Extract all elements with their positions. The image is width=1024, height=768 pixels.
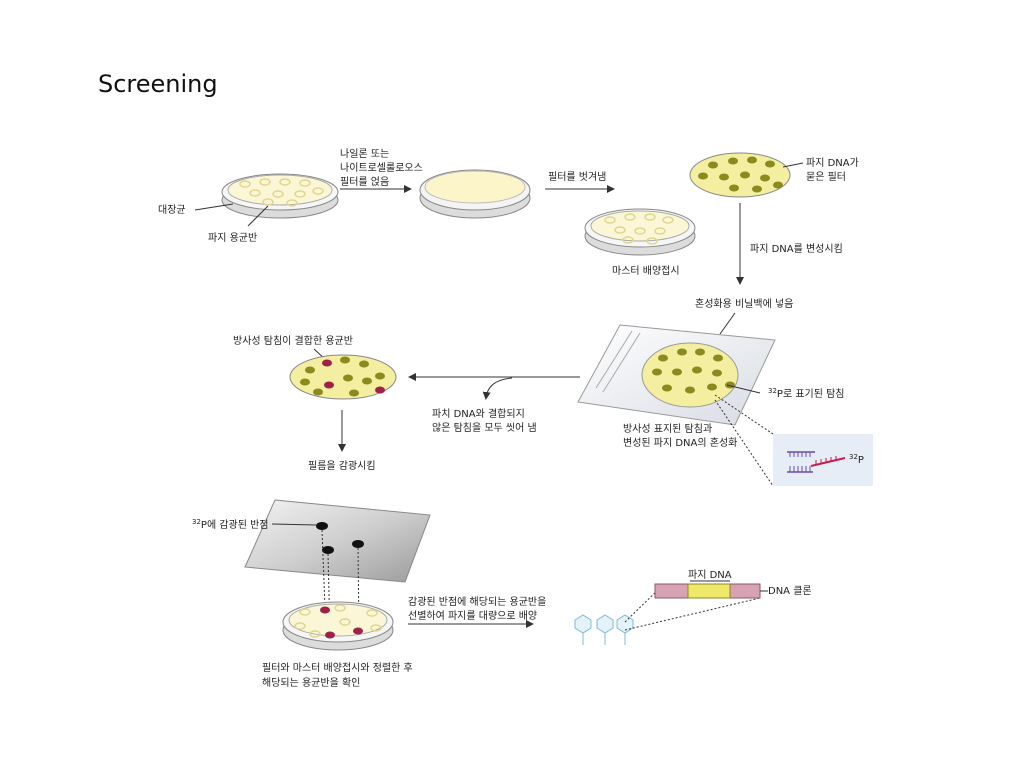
probe-hybridization-inset: 32P — [773, 434, 873, 486]
label-dna-clone: DNA 클론 — [768, 585, 812, 597]
label-select-line2: 선별하여 파지를 대량으로 배양 — [408, 609, 537, 622]
filter-with-phage-dna — [689, 152, 791, 198]
label-ecoli: 대장균 — [158, 204, 186, 216]
label-align-line2: 해당되는 용균반을 확인 — [262, 676, 360, 689]
petri-dish-with-filter — [419, 169, 531, 219]
label-32p-probe: 32P로 표기된 탐침 — [768, 387, 845, 400]
x-ray-film — [244, 499, 431, 583]
master-plate — [584, 208, 696, 256]
label-hybridization-line1: 방사성 표지된 탐침과 — [623, 423, 712, 435]
label-32p-spot: 32P에 감광된 반점 — [192, 518, 269, 531]
label-phage-dna-filter-line1: 파지 DNA가 — [806, 157, 859, 169]
label-wash-line1: 파치 DNA와 결합되지 — [432, 408, 525, 420]
label-phage-dna-filter-line2: 묻은 필터 — [806, 171, 846, 183]
filter-with-bound-probe — [289, 354, 397, 400]
inset-32p-label: 32P — [849, 453, 864, 466]
label-align-line1: 필터와 마스터 배양접시와 정렬한 후 — [262, 661, 413, 674]
label-nylon-line3: 필터를 얹음 — [340, 176, 389, 188]
label-select-line1: 감광된 반점에 해당되는 용균반을 — [408, 595, 546, 608]
label-phage-dna: 파지 DNA — [688, 569, 732, 581]
slide-title: Screening — [98, 70, 218, 98]
phage-particles — [574, 614, 634, 645]
label-hyb-bag: 혼성화용 비닐백에 넣음 — [695, 297, 793, 310]
hybridization-bag — [577, 324, 776, 426]
label-denature: 파지 DNA를 변성시킴 — [750, 243, 843, 255]
label-wash-line2: 않은 탐침을 모두 씻어 냄 — [432, 422, 537, 434]
label-bound-plaque: 방사성 탐침이 결합한 용균반 — [233, 335, 353, 347]
petri-dish-with-plaques — [221, 173, 339, 219]
dna-clone-bar — [654, 583, 761, 599]
label-nylon-line1: 나일론 또는 — [340, 148, 389, 160]
label-master-plate: 마스터 배양접시 — [612, 265, 680, 277]
label-phage-plaque: 파지 용균반 — [208, 232, 257, 244]
label-peel-filter: 필터를 벗겨냄 — [548, 171, 606, 183]
label-nylon-line2: 나이트로셀룰로오스 — [340, 162, 423, 174]
aligned-master-plate — [282, 601, 394, 651]
label-expose-film: 필름을 감광시킴 — [308, 460, 376, 472]
label-hybridization-line2: 변성된 파지 DNA의 혼성화 — [623, 436, 737, 449]
